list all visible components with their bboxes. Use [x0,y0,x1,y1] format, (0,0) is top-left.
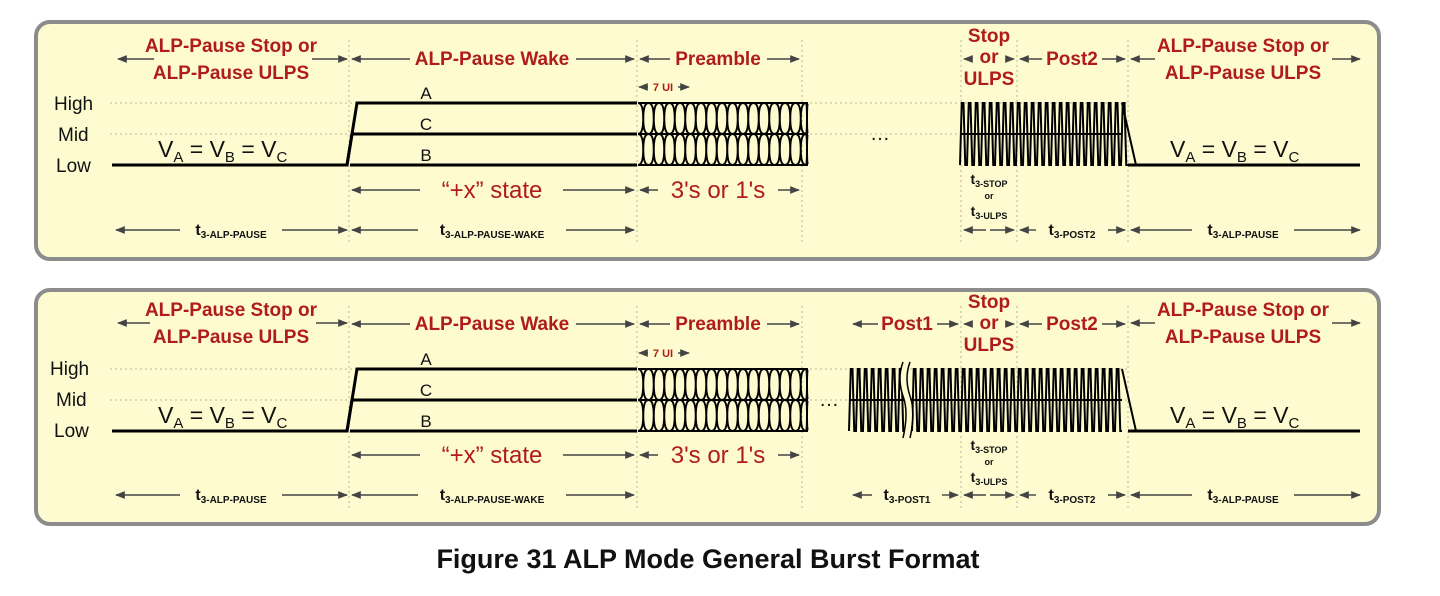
level-low-label-2: Low [54,421,89,442]
preamble-waveform [637,102,809,166]
phase-stop-line2-2: or [980,313,1000,334]
svg-text:t3-POST1: t3-POST1 [883,487,930,506]
preamble-waveform-2 [637,368,809,432]
phase-pause-stop-right-line2: ALP-Pause ULPS [1165,63,1321,84]
phase-separators [348,40,1129,245]
ellipsis-2: … [819,389,839,411]
phase-pause-stop-line1-2: ALP-Pause Stop or [145,300,318,321]
svg-text:VA = VB = VC: VA = VB = VC [1170,136,1300,166]
signal-traces [112,101,1360,167]
state-threes-ones-2: 3's or 1's [671,442,766,469]
ui-width-label: 7 UI [653,82,673,94]
phase-stop-line3: ULPS [964,69,1015,90]
level-high-label: High [54,94,93,115]
panel-1: High Mid Low ALP-Pause Stop or ALP-Pause… [34,20,1381,261]
state-threes-ones: 3's or 1's [671,177,766,204]
panel-2: High Mid Low ALP-Pause Stop or ALP-Pause… [34,288,1381,526]
svg-text:t3-ALP-PAUSE: t3-ALP-PAUSE [195,222,267,241]
phase-preamble-2: Preamble [675,314,761,335]
equality-left: VA = VB = VC [158,136,288,166]
phase-headers: ALP-Pause Stop or ALP-Pause ULPS ALP-Pau… [117,26,1361,90]
svg-text:t3-ULPS: t3-ULPS [971,203,1008,221]
post1-waveform [848,368,1137,432]
svg-text:or: or [985,457,994,467]
timing-row-2: t3-ALP-PAUSE t3-ALP-PAUSE-WAKE t3-POST1 … [115,437,1361,506]
phase-pause-wake-2: ALP-Pause Wake [415,314,570,335]
phase-stop-line1-2: Stop [968,292,1010,313]
phase-pause-stop-line2-2: ALP-Pause ULPS [153,327,309,348]
svg-text:t3-STOP: t3-STOP [970,171,1007,189]
level-high-label-2: High [50,359,89,380]
signal-traces-2 [112,360,1360,439]
phase-headers-2: ALP-Pause Stop or ALP-Pause ULPS ALP-Pau… [117,292,1361,356]
svg-text:t3-POST2: t3-POST2 [1048,222,1095,241]
wire-b-label-2: B [420,412,431,431]
phase-stop-line1: Stop [968,26,1010,47]
svg-text:t3-ULPS: t3-ULPS [971,469,1008,487]
phase-post2: Post2 [1046,49,1098,70]
level-low-label: Low [56,156,91,177]
phase-pause-stop-right-line2-2: ALP-Pause ULPS [1165,327,1321,348]
svg-text:t3-ALP-PAUSE-WAKE: t3-ALP-PAUSE-WAKE [440,222,545,241]
phase-pause-stop-line1: ALP-Pause Stop or [145,36,318,57]
phase-stop-line3-2: ULPS [964,335,1015,356]
phase-post1: Post1 [881,314,933,335]
figure-caption: Figure 31 ALP Mode General Burst Format [436,544,979,574]
wire-c-label-2: C [420,381,432,400]
state-plus-x-2: “+x” state [442,442,543,469]
level-mid-label-2: Mid [56,390,87,411]
equality-left-2: VA = VB = VC [158,402,288,432]
break-mark [899,361,907,439]
timing-row: t3-ALP-PAUSE t3-ALP-PAUSE-WAKE t3-STOP o… [115,171,1361,241]
svg-text:VA = VB = VC: VA = VB = VC [158,136,288,166]
svg-text:t3-POST2: t3-POST2 [1048,487,1095,506]
svg-text:t3-ALP-PAUSE: t3-ALP-PAUSE [1207,487,1279,506]
equality-right: VA = VB = VC [1170,136,1300,166]
wire-b-label: B [420,146,431,165]
svg-text:t3-ALP-PAUSE-WAKE: t3-ALP-PAUSE-WAKE [440,487,545,506]
phase-pause-stop-line2: ALP-Pause ULPS [153,63,309,84]
wire-a-label: A [420,84,432,103]
ui-width-label-2: 7 UI [653,348,673,360]
svg-text:t3-ALP-PAUSE: t3-ALP-PAUSE [1207,222,1279,241]
wire-a-label-2: A [420,350,432,369]
wire-c-label: C [420,115,432,134]
svg-text:t3-STOP: t3-STOP [970,437,1007,455]
phase-stop-line2: or [980,47,1000,68]
phase-pause-wake: ALP-Pause Wake [415,49,570,70]
phase-pause-stop-right-line1: ALP-Pause Stop or [1157,36,1330,57]
stop-post2-waveform [959,102,1137,166]
ellipsis: … [870,123,890,145]
phase-pause-stop-right-line1-2: ALP-Pause Stop or [1157,300,1330,321]
svg-text:t3-ALP-PAUSE: t3-ALP-PAUSE [195,487,267,506]
svg-text:VA = VB = VC: VA = VB = VC [1170,402,1300,432]
svg-text:VA = VB = VC: VA = VB = VC [158,402,288,432]
svg-text:or: or [985,191,994,201]
level-mid-label: Mid [58,125,89,146]
phase-preamble: Preamble [675,49,761,70]
state-plus-x: “+x” state [442,177,543,204]
equality-right-2: VA = VB = VC [1170,402,1300,432]
phase-post2-2: Post2 [1046,314,1098,335]
